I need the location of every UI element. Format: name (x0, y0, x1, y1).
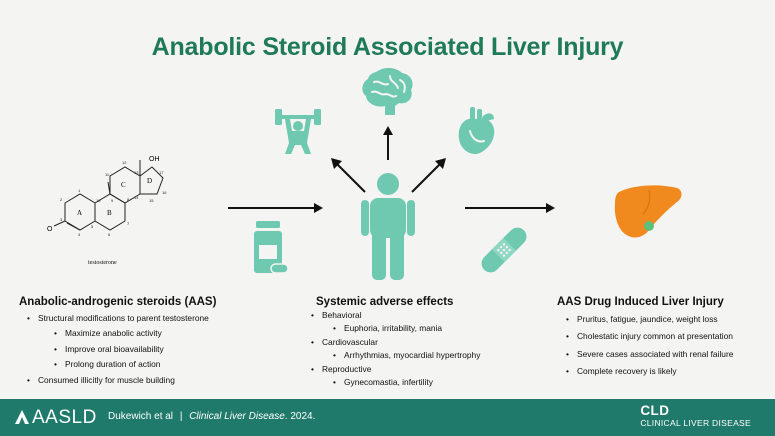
heart-icon (458, 107, 495, 155)
middle-bullet-item: Arrhythmias, myocardial hypertrophy (333, 349, 480, 363)
position-10: 10 (96, 198, 101, 203)
arrow-right-liver (465, 203, 555, 213)
left-bullet-item: Consumed illicitly for muscle building (27, 373, 209, 389)
left-bullet-item: Maximize anabolic activity (54, 326, 209, 342)
aasld-logo-icon (15, 410, 29, 424)
position-4: 4 (78, 232, 81, 237)
left-bullet-item: Improve oral bioavailability (54, 342, 209, 358)
right-bullet-item: Severe cases associated with renal failu… (566, 346, 733, 364)
position-11: 11 (105, 172, 110, 177)
left-bullet-item: Structural modifications to parent testo… (27, 311, 209, 327)
middle-bullet-item: Gynecomastia, infertility (333, 376, 480, 390)
left-bullet-item: Prolong duration of action (54, 357, 209, 373)
person-icon (361, 173, 415, 280)
cld-brand-small: CLINICAL LIVER DISEASE (640, 418, 751, 428)
molecule-caption: testosterone (88, 260, 117, 266)
middle-bullet-item: Behavioral (311, 309, 480, 323)
citation: Dukewich et al | Clinical Liver Disease.… (108, 411, 315, 422)
right-heading: AAS Drug Induced Liver Injury (557, 296, 724, 308)
footer-bar: AASLD Dukewich et al | Clinical Liver Di… (0, 399, 775, 436)
position-5: 5 (91, 224, 94, 229)
ring-label-b: B (107, 209, 112, 217)
middle-bullet-item: Euphoria, irritability, mania (333, 322, 480, 336)
molecule-oh-label: OH (149, 156, 160, 163)
arrow-up-left (331, 158, 366, 193)
position-13: 13 (134, 170, 139, 175)
position-1: 1 (78, 188, 81, 193)
liver-icon (614, 185, 682, 238)
citation-separator: | (179, 411, 183, 422)
pill-bottle-icon (254, 221, 289, 274)
middle-bullet-list: BehavioralEuphoria, irritability, maniaC… (311, 309, 480, 390)
right-bullet-item: Cholestatic injury common at presentatio… (566, 328, 733, 346)
position-7: 7 (127, 221, 130, 226)
bandage-icon (481, 227, 527, 273)
middle-bullet-item: Cardiovascular (311, 336, 480, 350)
left-heading: Anabolic-androgenic steroids (AAS) (19, 296, 217, 308)
arrow-up (383, 126, 393, 160)
citation-year: . 2024. (284, 411, 316, 422)
position-2: 2 (60, 197, 63, 202)
cld-brand-big: CLD (640, 403, 670, 418)
ring-label-d: D (147, 177, 152, 185)
middle-bullet-item: Reproductive (311, 363, 480, 377)
testosterone-structure-icon: OH O A B C D 1 2 3 4 5 6 7 8 9 10 11 12 … (47, 156, 167, 237)
position-16: 16 (162, 190, 167, 195)
position-6: 6 (108, 232, 111, 237)
left-bullet-list: Structural modifications to parent testo… (27, 311, 209, 389)
right-bullet-item: Pruritus, fatigue, jaundice, weight loss (566, 311, 733, 329)
molecule-o-label: O (47, 226, 53, 233)
brain-icon (362, 68, 413, 115)
position-8: 8 (127, 197, 130, 202)
right-bullet-list: Pruritus, fatigue, jaundice, weight loss… (566, 311, 733, 381)
page-title: Anabolic Steroid Associated Liver Injury (151, 33, 624, 61)
cld-brand: CLD CLINICAL LIVER DISEASE (640, 403, 751, 428)
aasld-logo: AASLD (14, 407, 97, 429)
position-15: 15 (149, 198, 154, 203)
citation-journal: Clinical Liver Disease (189, 411, 285, 422)
weightlifter-icon (275, 109, 321, 154)
middle-heading: Systemic adverse effects (316, 296, 454, 308)
arrow-right-left (228, 203, 323, 213)
position-12: 12 (122, 160, 127, 165)
ring-label-c: C (121, 181, 126, 189)
right-bullet-item: Complete recovery is likely (566, 363, 733, 381)
position-3: 3 (60, 217, 63, 222)
position-17: 17 (159, 170, 164, 175)
aasld-logo-text: AASLD (32, 407, 97, 428)
ring-label-a: A (77, 209, 82, 217)
position-14: 14 (134, 195, 139, 200)
citation-authors: Dukewich et al (108, 411, 174, 422)
position-9: 9 (111, 198, 114, 203)
arrow-up-right (411, 158, 446, 193)
